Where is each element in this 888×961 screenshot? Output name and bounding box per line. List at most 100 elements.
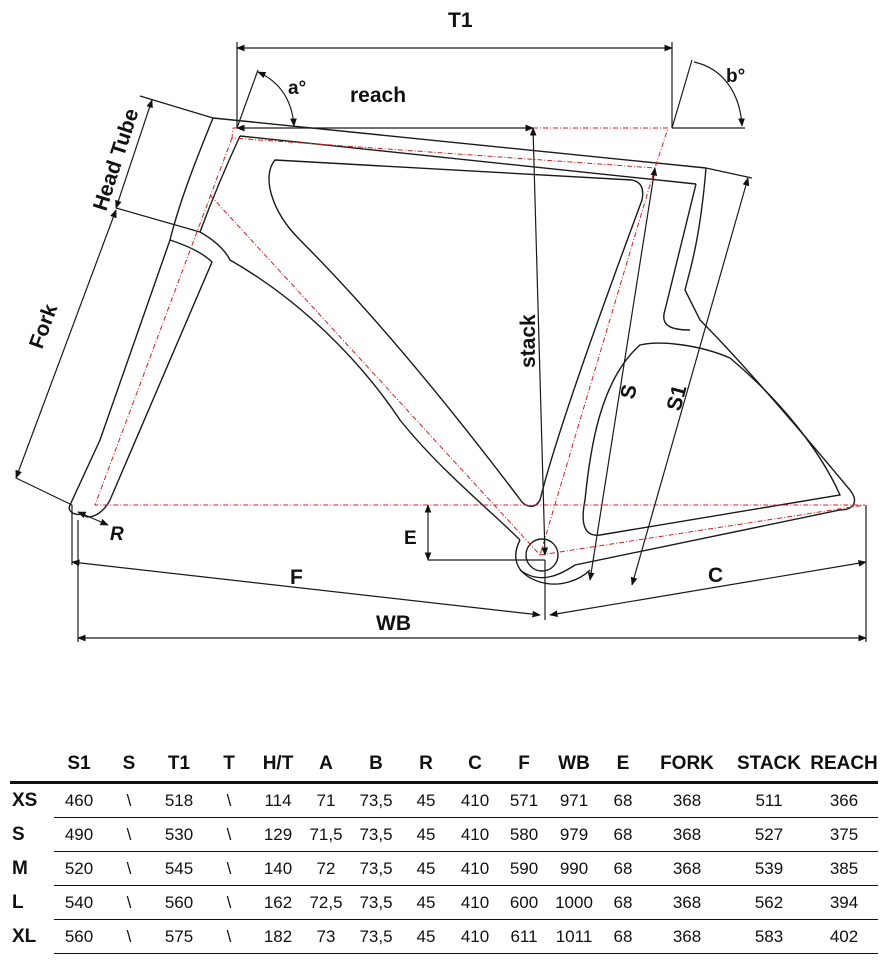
- table-cell: 527: [728, 817, 810, 852]
- size-label: XL: [12, 925, 37, 947]
- table-cell: \: [204, 817, 254, 852]
- table-cell: 971: [548, 782, 600, 818]
- table-header: E: [600, 747, 646, 784]
- table-cell: 410: [450, 919, 500, 954]
- table-cell: \: [104, 851, 154, 886]
- table-cell: 368: [646, 817, 728, 852]
- table-cell: 611: [500, 919, 548, 954]
- geometry-table: S1 S T1 T H/T A B R C F WB E FORK STACK …: [10, 747, 878, 954]
- table-cell: 68: [600, 817, 646, 852]
- table-cell: 460: [54, 782, 104, 818]
- label-a-angle: a°: [288, 78, 306, 99]
- table-cell: 571: [500, 782, 548, 818]
- table-header: WB: [548, 747, 600, 784]
- table-cell: 560: [54, 919, 104, 954]
- table-cell: 129: [254, 817, 302, 852]
- table-cell: 520: [54, 851, 104, 886]
- label-f: F: [290, 566, 303, 589]
- table-cell: 73,5: [350, 885, 402, 920]
- table-cell: 518: [154, 782, 204, 818]
- table-header: S1: [54, 747, 104, 784]
- table-cell: 368: [646, 885, 728, 920]
- size-label: M: [12, 857, 28, 879]
- table-cell: 73,5: [350, 919, 402, 954]
- table-header: A: [302, 747, 350, 784]
- label-s1: S1: [663, 382, 692, 413]
- table-cell: 73,5: [350, 851, 402, 886]
- table-cell: 114: [254, 782, 302, 818]
- table-cell: 368: [646, 919, 728, 954]
- table-cell: 545: [154, 851, 204, 886]
- table-cell: 71: [302, 782, 350, 818]
- table-cell: 368: [646, 851, 728, 886]
- table-header: B: [350, 747, 402, 784]
- table-cell: 375: [810, 817, 878, 852]
- table-header: STACK: [728, 747, 810, 784]
- table-cell: 410: [450, 851, 500, 886]
- label-b-angle: b°: [726, 66, 745, 87]
- label-fork: Fork: [25, 301, 62, 352]
- table-header: H/T: [254, 747, 302, 784]
- table-cell: 410: [450, 782, 500, 818]
- table-cell: \: [104, 782, 154, 818]
- table-cell: 45: [402, 919, 450, 954]
- table-cell: 45: [402, 851, 450, 886]
- table-cell: 45: [402, 782, 450, 818]
- table-cell: 560: [154, 885, 204, 920]
- table-cell: 182: [254, 919, 302, 954]
- table-cell: 140: [254, 851, 302, 886]
- table-header-corner: [10, 747, 54, 784]
- table-cell: 68: [600, 885, 646, 920]
- table-cell: 580: [500, 817, 548, 852]
- table-cell: 979: [548, 817, 600, 852]
- table-cell: 590: [500, 851, 548, 886]
- table-header: REACH: [810, 747, 878, 784]
- table-cell: 562: [728, 885, 810, 920]
- table-cell: 45: [402, 817, 450, 852]
- table-cell: 410: [450, 817, 500, 852]
- table-cell: 402: [810, 919, 878, 954]
- table-cell: 1000: [548, 885, 600, 920]
- table-cell: \: [204, 885, 254, 920]
- table-header: T1: [154, 747, 204, 784]
- table-cell: \: [104, 919, 154, 954]
- size-label: L: [12, 891, 24, 913]
- table-cell: \: [104, 817, 154, 852]
- table-cell: 490: [54, 817, 104, 852]
- label-stack: stack: [517, 314, 540, 368]
- table-cell: 72,5: [302, 885, 350, 920]
- table-cell: 1011: [548, 919, 600, 954]
- table-cell: \: [204, 851, 254, 886]
- table-header: T: [204, 747, 254, 784]
- table-cell: 162: [254, 885, 302, 920]
- table-cell: 68: [600, 919, 646, 954]
- label-c: C: [708, 564, 723, 587]
- size-label: S: [12, 823, 25, 845]
- table-cell: \: [104, 885, 154, 920]
- table-cell: 990: [548, 851, 600, 886]
- table-cell: 583: [728, 919, 810, 954]
- table-header: FORK: [646, 747, 728, 784]
- table-cell: 71,5: [302, 817, 350, 852]
- table-cell: 73,5: [350, 782, 402, 818]
- table-cell: 368: [646, 782, 728, 818]
- table-cell: 410: [450, 885, 500, 920]
- label-reach: reach: [350, 84, 406, 107]
- label-r: R: [110, 524, 124, 545]
- table-header: C: [450, 747, 500, 784]
- table-cell: 366: [810, 782, 878, 818]
- table-cell: 73,5: [350, 817, 402, 852]
- table-header: F: [500, 747, 548, 784]
- table-cell: 72: [302, 851, 350, 886]
- table-cell: 575: [154, 919, 204, 954]
- table-cell: \: [204, 919, 254, 954]
- frame-geometry-diagram: T1 reach a° b° Head Tube Fork stack S S1…: [15, 9, 867, 642]
- table-cell: 539: [728, 851, 810, 886]
- label-head-tube: Head Tube: [89, 106, 144, 214]
- table-cell: 530: [154, 817, 204, 852]
